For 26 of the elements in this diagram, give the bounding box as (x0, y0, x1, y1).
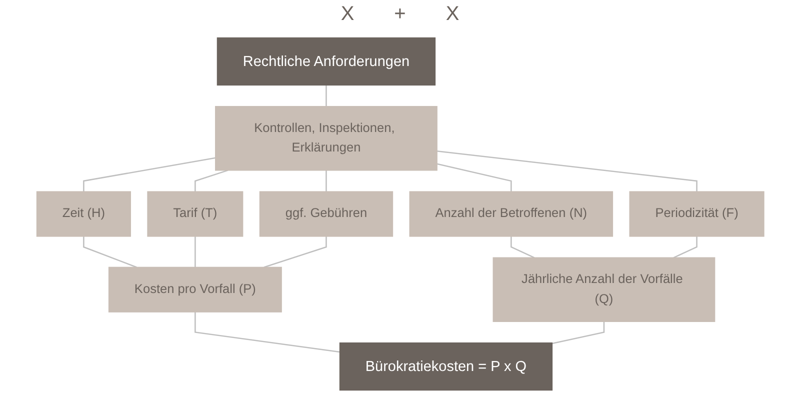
connector (436, 163, 512, 192)
connector (672, 236, 698, 258)
connector (436, 150, 698, 192)
node-box: Bürokratiekosten = P x Q (339, 342, 552, 391)
node-box: Kontrollen, Inspektionen, Erklärungen (214, 106, 438, 171)
node-box: Anzahl der Betroffenen (N) (408, 191, 613, 237)
node-box: Zeit (H) (36, 191, 131, 237)
connector (325, 85, 326, 106)
node-box: Kosten pro Vorfall (P) (108, 266, 282, 312)
node-box: Periodizität (F) (628, 191, 764, 237)
node-box: Tarif (T) (146, 191, 243, 237)
connector (194, 312, 340, 353)
connector (194, 170, 228, 192)
connector (552, 322, 604, 344)
connector (82, 157, 216, 192)
node-box: ggf. Gebühren (259, 191, 393, 237)
connector (325, 170, 326, 192)
connector (82, 236, 136, 268)
connector (510, 236, 534, 258)
operator-sign: X (340, 2, 354, 26)
operator-sign: X (446, 2, 460, 26)
operator-sign: + (394, 2, 406, 26)
connector (263, 236, 326, 268)
node-box: Rechtliche Anforderungen (216, 37, 436, 86)
node-box: Jährliche Anzahl der Vorfälle (Q) (492, 257, 715, 322)
connector (194, 236, 196, 268)
